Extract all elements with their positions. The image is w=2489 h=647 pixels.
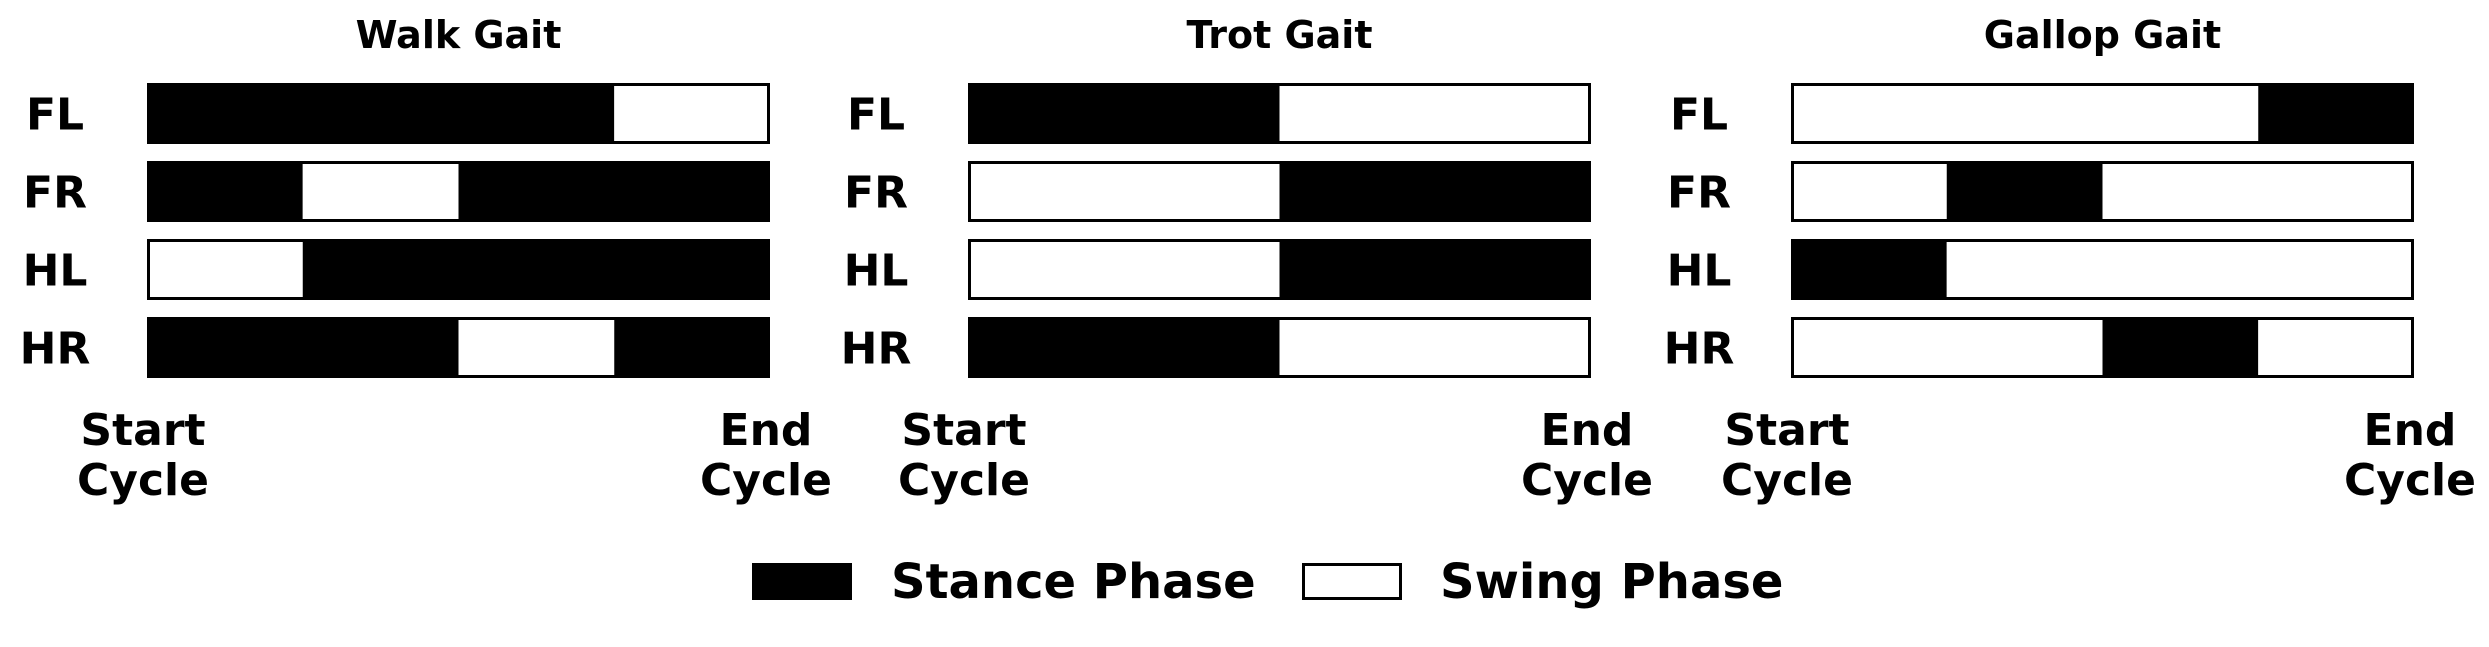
start-cycle-label-line1: Start xyxy=(1724,405,1849,456)
gait-bar-outline xyxy=(968,83,1591,144)
end-cycle-label-line1: End xyxy=(2364,405,2457,456)
swing-segment xyxy=(2258,317,2414,378)
swing-segment xyxy=(1791,83,2259,144)
start-cycle-label-line1: Start xyxy=(901,405,1026,456)
end-cycle-label-line1: End xyxy=(1541,405,1634,456)
legend-label-stance: Stance Phase xyxy=(891,554,1256,610)
leg-label-fl: FL xyxy=(26,90,84,141)
stance-segment xyxy=(614,317,770,378)
legend-label-swing: Swing Phase xyxy=(1440,554,1783,610)
start-cycle-label-line2: Cycle xyxy=(898,455,1030,506)
stance-segment xyxy=(968,317,1280,378)
leg-label-fl: FL xyxy=(847,90,905,141)
leg-label-hl: HL xyxy=(844,246,909,297)
stance-segment xyxy=(302,239,770,300)
gait-bar-outline xyxy=(1791,317,2414,378)
panel-title: Trot Gait xyxy=(1186,13,1372,57)
stance-segment xyxy=(2102,317,2259,378)
stance-segment xyxy=(1279,239,1591,300)
gait-bar-outline xyxy=(968,161,1591,222)
leg-label-fr: FR xyxy=(1667,168,1731,219)
end-cycle-label-line2: Cycle xyxy=(2344,455,2476,506)
start-cycle-label-line1: Start xyxy=(80,405,205,456)
gait-bar-outline xyxy=(1791,83,2414,144)
leg-label-hr: HR xyxy=(1664,324,1735,375)
panel-title: Walk Gait xyxy=(356,13,562,57)
swing-segment xyxy=(1279,317,1591,378)
gait-bar-outline xyxy=(147,239,770,300)
gait-bar-outline xyxy=(147,317,770,378)
stance-segment xyxy=(147,83,615,144)
panel-title: Gallop Gait xyxy=(1984,13,2221,57)
leg-label-hl: HL xyxy=(23,246,88,297)
end-cycle-label-line2: Cycle xyxy=(700,455,832,506)
stance-segment xyxy=(1279,161,1591,222)
stance-segment xyxy=(147,317,459,378)
stance-segment xyxy=(968,83,1280,144)
swing-segment xyxy=(1946,239,2414,300)
legend-swatch-swing xyxy=(1302,563,1402,600)
swing-segment xyxy=(1791,317,2103,378)
stance-segment xyxy=(1946,161,2103,222)
gait-bar-outline xyxy=(968,317,1591,378)
swing-segment xyxy=(968,239,1280,300)
end-cycle-label-line2: Cycle xyxy=(1521,455,1653,506)
leg-label-fr: FR xyxy=(23,168,87,219)
leg-label-fl: FL xyxy=(1670,90,1728,141)
swing-segment xyxy=(1279,83,1591,144)
start-cycle-label-line2: Cycle xyxy=(1721,455,1853,506)
start-cycle-label-line2: Cycle xyxy=(77,455,209,506)
leg-label-hr: HR xyxy=(841,324,912,375)
stance-segment xyxy=(1791,239,1947,300)
swing-segment xyxy=(302,161,459,222)
gait-bar-outline xyxy=(1791,161,2414,222)
stance-segment xyxy=(147,161,303,222)
leg-label-hl: HL xyxy=(1667,246,1732,297)
gait-bar-outline xyxy=(147,161,770,222)
legend-swatch-stance xyxy=(752,563,852,600)
gait-bar-outline xyxy=(1791,239,2414,300)
swing-segment xyxy=(147,239,303,300)
swing-segment xyxy=(2102,161,2414,222)
gait-bar-outline xyxy=(968,239,1591,300)
leg-label-hr: HR xyxy=(20,324,91,375)
swing-segment xyxy=(614,83,770,144)
swing-segment xyxy=(968,161,1280,222)
stance-segment xyxy=(2258,83,2414,144)
gait-bar-outline xyxy=(147,83,770,144)
stance-segment xyxy=(458,161,770,222)
end-cycle-label-line1: End xyxy=(720,405,813,456)
swing-segment xyxy=(1791,161,1947,222)
swing-segment xyxy=(458,317,615,378)
leg-label-fr: FR xyxy=(844,168,908,219)
